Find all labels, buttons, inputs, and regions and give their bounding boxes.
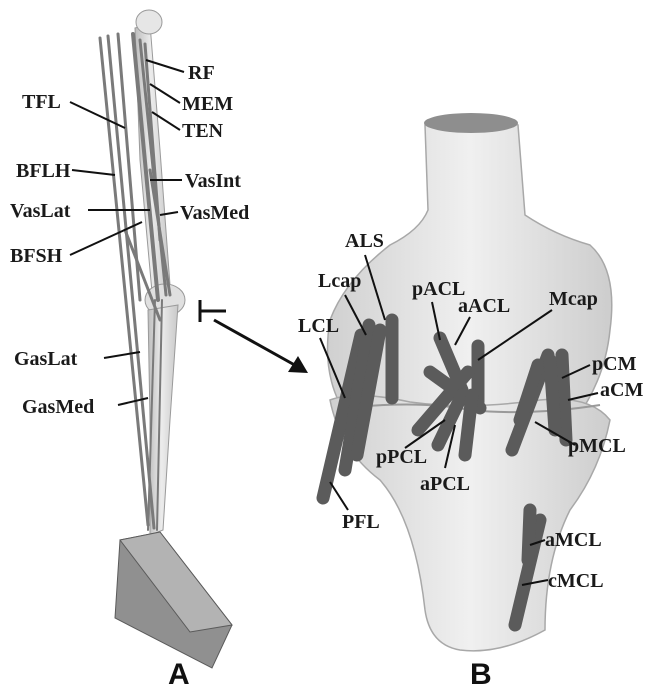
label-apcl: aPCL (420, 473, 470, 495)
label-rf: RF (188, 62, 215, 84)
label-pfl: PFL (342, 511, 380, 533)
femur-top-cap (424, 113, 518, 133)
label-tfl: TFL (22, 91, 61, 113)
leg-model: RF MEM TEN TFL BFLH VasInt VasLat VasMed… (10, 10, 249, 668)
label-vasint: VasInt (185, 170, 241, 192)
knee-close-up: ALS Lcap LCL pACL aACL Mcap pCM aCM pMCL… (298, 113, 643, 651)
label-mcap: Mcap (549, 288, 598, 310)
label-lcap: Lcap (318, 270, 361, 292)
label-gaslat: GasLat (14, 348, 78, 370)
label-cmcl: cMCL (548, 570, 604, 592)
label-aacl: aACL (458, 295, 510, 317)
label-amcl: aMCL (545, 529, 602, 551)
panel-label-a: A (168, 658, 190, 690)
label-ten: TEN (182, 120, 224, 142)
label-acm: aCM (600, 379, 643, 401)
label-gasmed: GasMed (22, 396, 94, 418)
label-vasmed: VasMed (180, 202, 249, 224)
label-lcl: LCL (298, 315, 339, 337)
panel-label-b: B (470, 658, 492, 690)
femoral-head (136, 10, 162, 34)
label-pmcl: pMCL (568, 435, 626, 457)
zoom-arrow (200, 300, 308, 373)
label-pcm: pCM (592, 353, 637, 375)
label-bfsh: BFSH (10, 245, 63, 267)
label-mem: MEM (182, 93, 233, 115)
label-vaslat: VasLat (10, 200, 71, 222)
label-bflh: BFLH (16, 160, 71, 182)
label-als: ALS (345, 230, 384, 252)
label-ppcl: pPCL (376, 446, 427, 468)
